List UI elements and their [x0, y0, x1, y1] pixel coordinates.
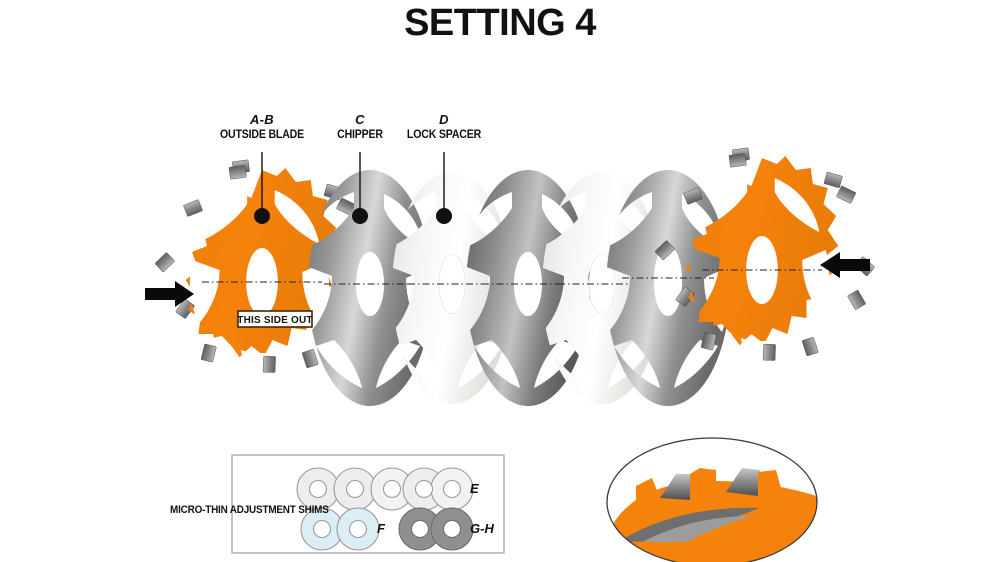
- callout-label-d: D LOCK SPACER: [384, 112, 504, 141]
- blade-tooth-detail-inset: [606, 437, 818, 562]
- shim-caption: MICRO-THIN ADJUSTMENT SHIMS: [170, 504, 329, 516]
- shim-legend: [231, 454, 505, 554]
- callout-name-d: LOCK SPACER: [406, 126, 482, 141]
- arrow-right: [820, 252, 870, 278]
- shim-code-F: F: [377, 521, 385, 536]
- detail-teeth: [636, 468, 782, 506]
- callout-leaders: [254, 152, 452, 224]
- callout-label-c: C CHIPPER: [305, 112, 415, 141]
- page-title: SETTING 4: [404, 2, 596, 44]
- arrow-left: [145, 281, 194, 307]
- leader-dot-a-b: [254, 208, 270, 224]
- shim-group-GH: [398, 507, 474, 551]
- shim-legend-box: [231, 454, 505, 554]
- callout-label-a-b: A-B OUTSIDE BLADE: [192, 112, 332, 141]
- callout-name-c: CHIPPER: [337, 126, 383, 141]
- detail-inset-outline: [606, 437, 818, 562]
- leader-dot-c: [352, 208, 368, 224]
- shim-code-GH: G-H: [470, 521, 494, 536]
- leader-dot-d: [436, 208, 452, 224]
- callout-code-c: C: [355, 112, 365, 127]
- shim-group-F: [300, 507, 380, 551]
- detail-front-lip: [607, 535, 817, 562]
- callout-code-d: D: [439, 112, 449, 127]
- shim-code-E: E: [470, 481, 479, 496]
- this-side-out-badge: THIS SIDE OUT: [237, 310, 313, 328]
- part-chipper-3: [606, 170, 730, 406]
- this-side-out-text: THIS SIDE OUT: [237, 315, 312, 326]
- callout-name-a-b: OUTSIDE BLADE: [220, 126, 304, 141]
- callout-code-a-b: A-B: [249, 112, 274, 127]
